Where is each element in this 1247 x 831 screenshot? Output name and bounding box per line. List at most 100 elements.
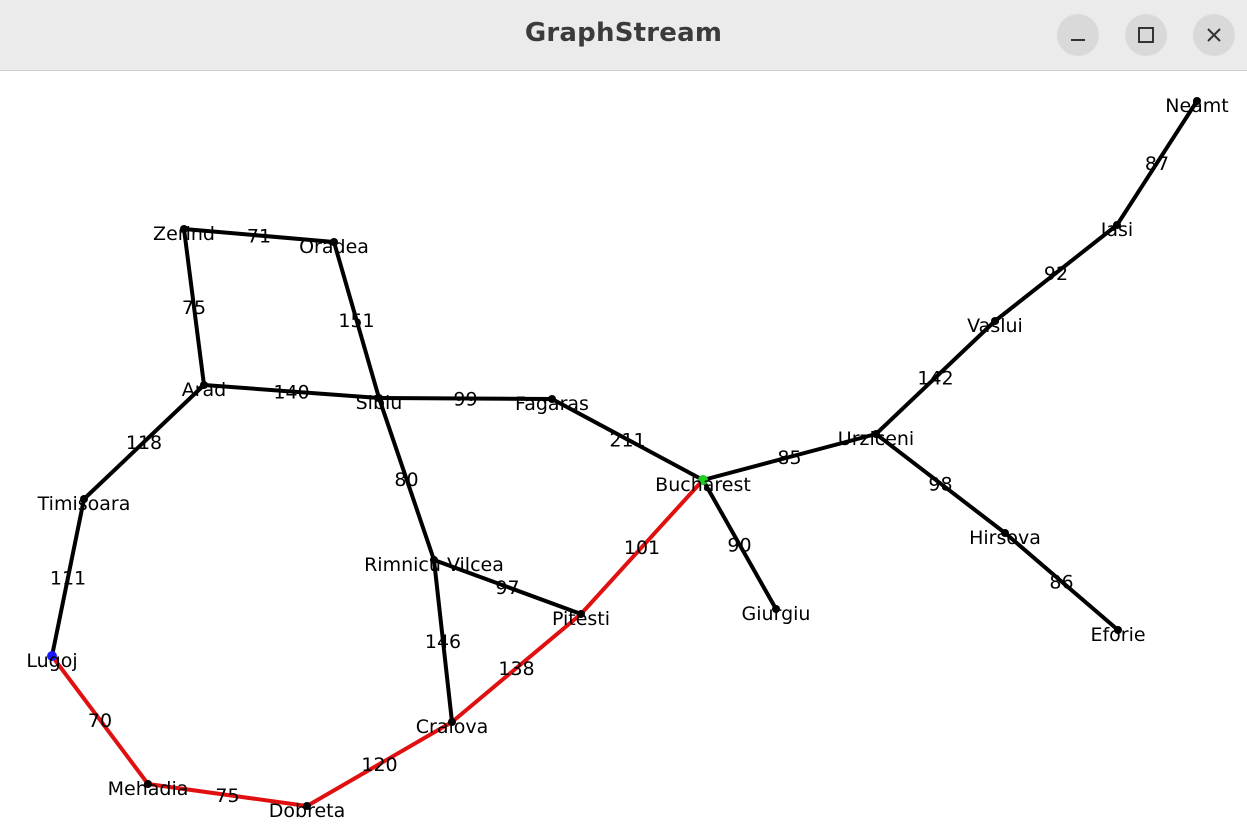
edge-rimnicuvilcea-craiova[interactable] (432, 558, 454, 724)
graph-view[interactable]: 87 92 142 98 86 85 90 211 99 140 71 75 151 118 111 80 97… (0, 71, 1247, 831)
edge-zerind-arad[interactable] (182, 227, 206, 387)
edge-neamt-iasi[interactable] (1115, 99, 1199, 227)
node-zerind[interactable] (180, 225, 188, 233)
edge-weight-label: 120 (361, 754, 397, 776)
edge-urziceni-bucharest[interactable] (701, 432, 878, 482)
edge-weight-label: 75 (182, 297, 206, 319)
minimize-button[interactable] (1057, 14, 1099, 56)
edge-weight-label: 87 (1145, 153, 1169, 175)
graph-canvas[interactable]: 87 92 142 98 86 85 90 211 99 140 71 75 151 118 111 80 97… (0, 71, 1247, 831)
edge-weight-label: 101 (624, 537, 660, 559)
edge-lugoj-mehadia[interactable] (50, 654, 150, 786)
node-label-iasi: Iasi (1101, 219, 1133, 241)
edge-craiova-pitesti[interactable] (450, 612, 583, 724)
node-oradea[interactable] (330, 238, 338, 246)
node-pitesti[interactable] (577, 610, 585, 618)
maximize-icon (1138, 27, 1154, 43)
edge-weight-label: 90 (727, 535, 751, 557)
title-bar[interactable]: GraphStream (0, 0, 1247, 71)
node-label-zerind: Zerind (153, 223, 215, 245)
node-giurgiu[interactable] (772, 605, 780, 613)
minimize-icon (1071, 39, 1085, 41)
node-label-craiova: Craiova (416, 716, 489, 738)
node-label-urziceni: Urziceni (838, 428, 914, 450)
edge-weight-label: 118 (126, 432, 162, 454)
node-lugoj[interactable] (47, 651, 57, 661)
edge-sibiu-fagaras[interactable] (377, 396, 554, 401)
node-urziceni[interactable] (872, 430, 880, 438)
edge-weight-label: 99 (453, 389, 477, 411)
edge-bucharest-giurgiu[interactable] (701, 478, 778, 611)
node-rimnicuvilcea[interactable] (430, 556, 438, 564)
edge-iasi-vaslui[interactable] (993, 223, 1119, 323)
edge-weight-label: 98 (928, 474, 952, 496)
node-label-vaslui: Vaslui (967, 315, 1023, 337)
edge-vaslui-urziceni[interactable] (874, 319, 997, 436)
maximize-button[interactable] (1125, 14, 1167, 56)
node-craiova[interactable] (448, 718, 456, 726)
edge-oradea-sibiu[interactable] (332, 240, 381, 400)
node-neamt[interactable] (1193, 97, 1201, 105)
edge-weight-label: 97 (495, 577, 519, 599)
edge-pitesti-bucharest[interactable] (579, 478, 705, 616)
edge-weight-label: 92 (1044, 263, 1068, 285)
node-timisoara[interactable] (80, 495, 88, 503)
edge-timisoara-lugoj[interactable] (50, 497, 86, 658)
node-label-fagaras: Fagaras (515, 393, 589, 415)
edge-sibiu-rimnicuvilcea[interactable] (377, 396, 436, 562)
node-label-dobreta: Dobreta (269, 800, 346, 822)
labels-layer: 87 92 142 98 86 85 90 211 99 140 71 75 151 118 111 80 97… (26, 95, 1228, 822)
edge-weight-label: 71 (247, 226, 271, 248)
edge-rimnicuvilcea-pitesti[interactable] (432, 558, 583, 616)
edge-weight-label: 85 (777, 447, 801, 469)
edge-arad-timisoara[interactable] (82, 383, 206, 501)
node-sibiu[interactable] (375, 394, 383, 402)
node-hirsova[interactable] (1001, 529, 1009, 537)
edge-fagaras-bucharest[interactable] (550, 397, 705, 482)
edge-weight-label: 80 (394, 469, 418, 491)
edge-weight-label: 140 (273, 382, 309, 404)
node-label-neamt: Neamt (1165, 95, 1229, 117)
edge-arad-sibiu[interactable] (202, 383, 381, 400)
node-label-arad: Arad (182, 379, 227, 401)
node-label-bucharest: Bucharest (655, 474, 751, 496)
edge-urziceni-hirsova[interactable] (874, 432, 1007, 535)
node-label-timisoara: Timisoara (37, 493, 131, 515)
node-eforie[interactable] (1114, 626, 1122, 634)
node-label-hirsova: Hirsova (969, 527, 1041, 549)
edge-weight-label: 86 (1049, 572, 1073, 594)
node-label-mehadia: Mehadia (108, 778, 189, 800)
close-button[interactable] (1193, 14, 1235, 56)
node-bucharest[interactable] (698, 475, 708, 485)
edge-weight-label: 146 (425, 631, 461, 653)
edge-weight-label: 151 (338, 310, 374, 332)
edges-layer (50, 99, 1199, 808)
edge-weight-label: 142 (917, 368, 953, 390)
node-vaslui[interactable] (991, 317, 999, 325)
node-label-giurgiu: Giurgiu (742, 603, 811, 625)
window-title: GraphStream (524, 18, 723, 48)
edge-weight-label: 70 (88, 710, 112, 732)
close-icon (1207, 28, 1221, 42)
node-label-rimnicuvilcea: Rimnicu Vilcea (364, 554, 504, 576)
node-fagaras[interactable] (548, 395, 556, 403)
node-label-sibiu: Sibiu (356, 392, 403, 414)
edge-hirsova-eforie[interactable] (1003, 531, 1120, 632)
node-arad[interactable] (200, 381, 208, 389)
edge-weight-label: 111 (50, 568, 86, 590)
node-mehadia[interactable] (144, 780, 152, 788)
edge-weight-label: 138 (498, 658, 534, 680)
node-iasi[interactable] (1113, 221, 1121, 229)
edge-weight-label: 211 (609, 430, 645, 452)
edge-zerind-oradea[interactable] (182, 227, 336, 244)
node-dobreta[interactable] (303, 802, 311, 810)
node-label-pitesti: Pitesti (552, 608, 610, 630)
node-label-lugoj: Lugoj (26, 650, 77, 672)
node-label-oradea: Oradea (299, 236, 369, 258)
edge-dobreta-craiova[interactable] (305, 720, 454, 808)
edge-mehadia-dobreta[interactable] (146, 782, 309, 808)
edge-weight-label: 75 (215, 785, 239, 807)
node-label-eforie: Eforie (1090, 624, 1145, 646)
nodes-layer (47, 97, 1201, 810)
